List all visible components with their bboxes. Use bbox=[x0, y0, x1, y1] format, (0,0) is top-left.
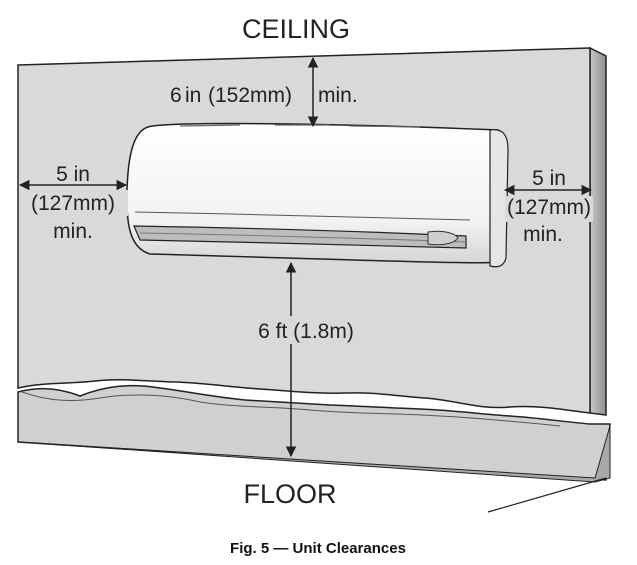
top-clearance-metric: (152mm) bbox=[208, 84, 292, 107]
floor-perspective-line bbox=[487, 477, 607, 513]
floor-slab bbox=[17, 384, 611, 481]
left-clearance-line3: min. bbox=[53, 220, 93, 243]
unit-front-panel-line bbox=[134, 211, 471, 221]
right-clearance-line3: min. bbox=[523, 223, 563, 246]
left-clearance-line2: (127mm) bbox=[31, 192, 115, 215]
floor-slab-front bbox=[17, 425, 611, 483]
floor-label-bg bbox=[245, 316, 367, 344]
left-clearance-line1: 5 in bbox=[56, 163, 90, 186]
top-clearance-min: min. bbox=[318, 84, 358, 107]
wall-side-face bbox=[589, 46, 607, 416]
right-clearance-line1: 5 in bbox=[532, 167, 566, 190]
ceiling-label: CEILING bbox=[242, 14, 350, 44]
right-label-bg bbox=[505, 196, 593, 222]
top-clearance-value: 6 bbox=[170, 84, 182, 107]
right-clearance-line2: (127mm) bbox=[507, 196, 591, 219]
floor-clearance-label: 6 ft (1.8m) bbox=[258, 320, 354, 343]
figure-caption: Fig. 5 — Unit Clearances bbox=[230, 540, 406, 557]
unit-display-window bbox=[427, 230, 459, 246]
floor-slab-top-ridge bbox=[21, 391, 561, 427]
unit-top-grille bbox=[179, 124, 421, 128]
floor-label: FLOOR bbox=[243, 479, 336, 509]
indoor-unit-end-cap bbox=[489, 129, 509, 268]
top-clearance-unit: in bbox=[185, 84, 201, 107]
left-label-bg bbox=[22, 190, 128, 216]
